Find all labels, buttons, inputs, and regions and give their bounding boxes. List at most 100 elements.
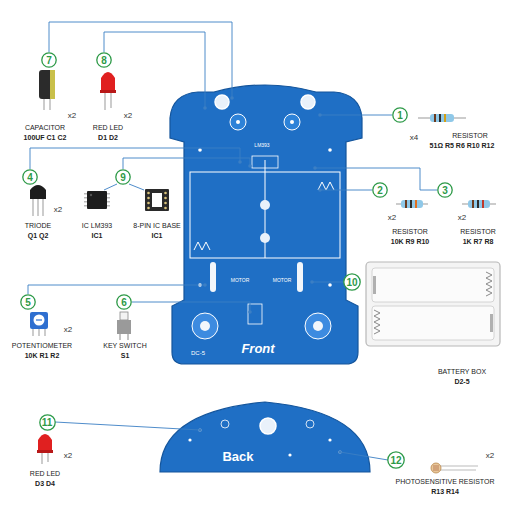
callout-circle: 11 bbox=[39, 414, 56, 431]
transistor-symbol bbox=[30, 185, 46, 216]
lead bbox=[48, 452, 49, 462]
callout-circle: 12 bbox=[387, 451, 405, 469]
callout-circle: 6 bbox=[116, 294, 132, 310]
board-side-label: Front bbox=[241, 342, 274, 356]
callout-number: 4 bbox=[27, 172, 33, 183]
part-value: 10K R1 R2 bbox=[25, 352, 60, 359]
callout-circle: 5 bbox=[20, 294, 36, 310]
part-value: D2-5 bbox=[454, 378, 469, 385]
pad bbox=[236, 120, 240, 124]
callout-circle: 2 bbox=[372, 182, 388, 198]
hole bbox=[164, 197, 167, 200]
switch-cap bbox=[120, 312, 128, 320]
quantity-label: x2 bbox=[124, 112, 132, 120]
pot-footprint bbox=[230, 114, 246, 130]
callout-circle: 8 bbox=[96, 52, 112, 68]
quantity-label: x2 bbox=[64, 452, 72, 460]
band bbox=[482, 200, 484, 208]
capacitor-body bbox=[39, 70, 55, 99]
transistor-body bbox=[30, 185, 46, 199]
pot-body bbox=[30, 312, 48, 329]
leader-line bbox=[312, 282, 344, 283]
battery-box bbox=[366, 262, 500, 346]
callout-ring bbox=[23, 170, 37, 184]
lead bbox=[43, 198, 44, 216]
pin bbox=[107, 201, 110, 203]
led-rim bbox=[37, 450, 53, 453]
leader-line bbox=[123, 158, 250, 169]
back-pcb bbox=[160, 402, 370, 472]
battery-holder bbox=[366, 262, 500, 346]
pin bbox=[107, 193, 110, 195]
led-rim bbox=[100, 90, 116, 93]
part-name: RESISTOR bbox=[460, 228, 496, 235]
callout-ring bbox=[39, 414, 54, 429]
pin bbox=[84, 197, 87, 199]
pad bbox=[328, 438, 331, 441]
part-name: KEY SWITCH bbox=[103, 342, 146, 349]
callout-ring bbox=[116, 170, 130, 184]
leader-dot bbox=[248, 164, 252, 168]
led-footprint bbox=[306, 420, 314, 428]
callout-ring bbox=[438, 183, 452, 197]
part-name: RED LED bbox=[30, 470, 60, 477]
leader-line bbox=[320, 115, 392, 116]
callout-ring bbox=[117, 295, 131, 309]
quantity-label: x2 bbox=[68, 112, 76, 120]
leader-lines bbox=[28, 22, 437, 460]
contact bbox=[373, 276, 376, 294]
lead bbox=[42, 452, 43, 464]
leader-dot bbox=[198, 428, 202, 432]
photoresistor-head bbox=[431, 463, 441, 473]
mount-hole bbox=[301, 95, 315, 109]
part-value: D3 D4 bbox=[35, 480, 55, 487]
part-name: POTENTIOMETER bbox=[12, 342, 72, 349]
hole bbox=[164, 202, 167, 205]
leader-line bbox=[132, 302, 250, 312]
pad bbox=[328, 148, 332, 152]
lead bbox=[440, 466, 478, 467]
part-value: R13 R14 bbox=[431, 488, 459, 495]
wheel-cutout bbox=[192, 313, 218, 339]
led-body bbox=[38, 434, 52, 452]
pad bbox=[198, 428, 201, 431]
callout-number: 2 bbox=[377, 185, 383, 196]
pin bbox=[107, 205, 110, 207]
battery-bay bbox=[372, 306, 494, 340]
photoresistor-track bbox=[433, 466, 439, 470]
lead bbox=[45, 328, 46, 336]
hole bbox=[147, 207, 150, 210]
switch-symbol bbox=[117, 312, 131, 340]
led-footprint bbox=[221, 420, 229, 428]
lead bbox=[128, 334, 129, 340]
silkscreen-text: MOTOR bbox=[273, 278, 292, 283]
ic-body bbox=[87, 191, 107, 209]
pot-slot bbox=[36, 319, 42, 320]
socket-body bbox=[145, 189, 169, 211]
leader-dot bbox=[230, 96, 234, 100]
part-value: Q1 Q2 bbox=[28, 232, 49, 239]
pad bbox=[188, 438, 191, 441]
photoresistor-symbol bbox=[431, 463, 478, 473]
callout-number: 11 bbox=[42, 417, 53, 428]
potentiometer-symbol bbox=[30, 312, 48, 336]
resistor-symbol bbox=[418, 114, 466, 122]
callout-number: 5 bbox=[25, 297, 31, 308]
led-body bbox=[101, 72, 115, 92]
lead bbox=[111, 92, 112, 108]
callout-ring bbox=[21, 295, 35, 309]
leader-dot bbox=[238, 160, 242, 164]
led-symbol bbox=[37, 434, 53, 464]
callout-ring bbox=[393, 108, 407, 122]
resistor-symbol bbox=[462, 200, 496, 208]
leader-dot bbox=[203, 106, 207, 110]
silk-zigzag bbox=[194, 242, 210, 250]
part-name: IC LM393 bbox=[82, 222, 112, 229]
callout-circle: 1 bbox=[392, 107, 408, 123]
leader-line bbox=[104, 184, 117, 190]
switch-body bbox=[117, 320, 131, 334]
leader-dot bbox=[338, 450, 342, 454]
